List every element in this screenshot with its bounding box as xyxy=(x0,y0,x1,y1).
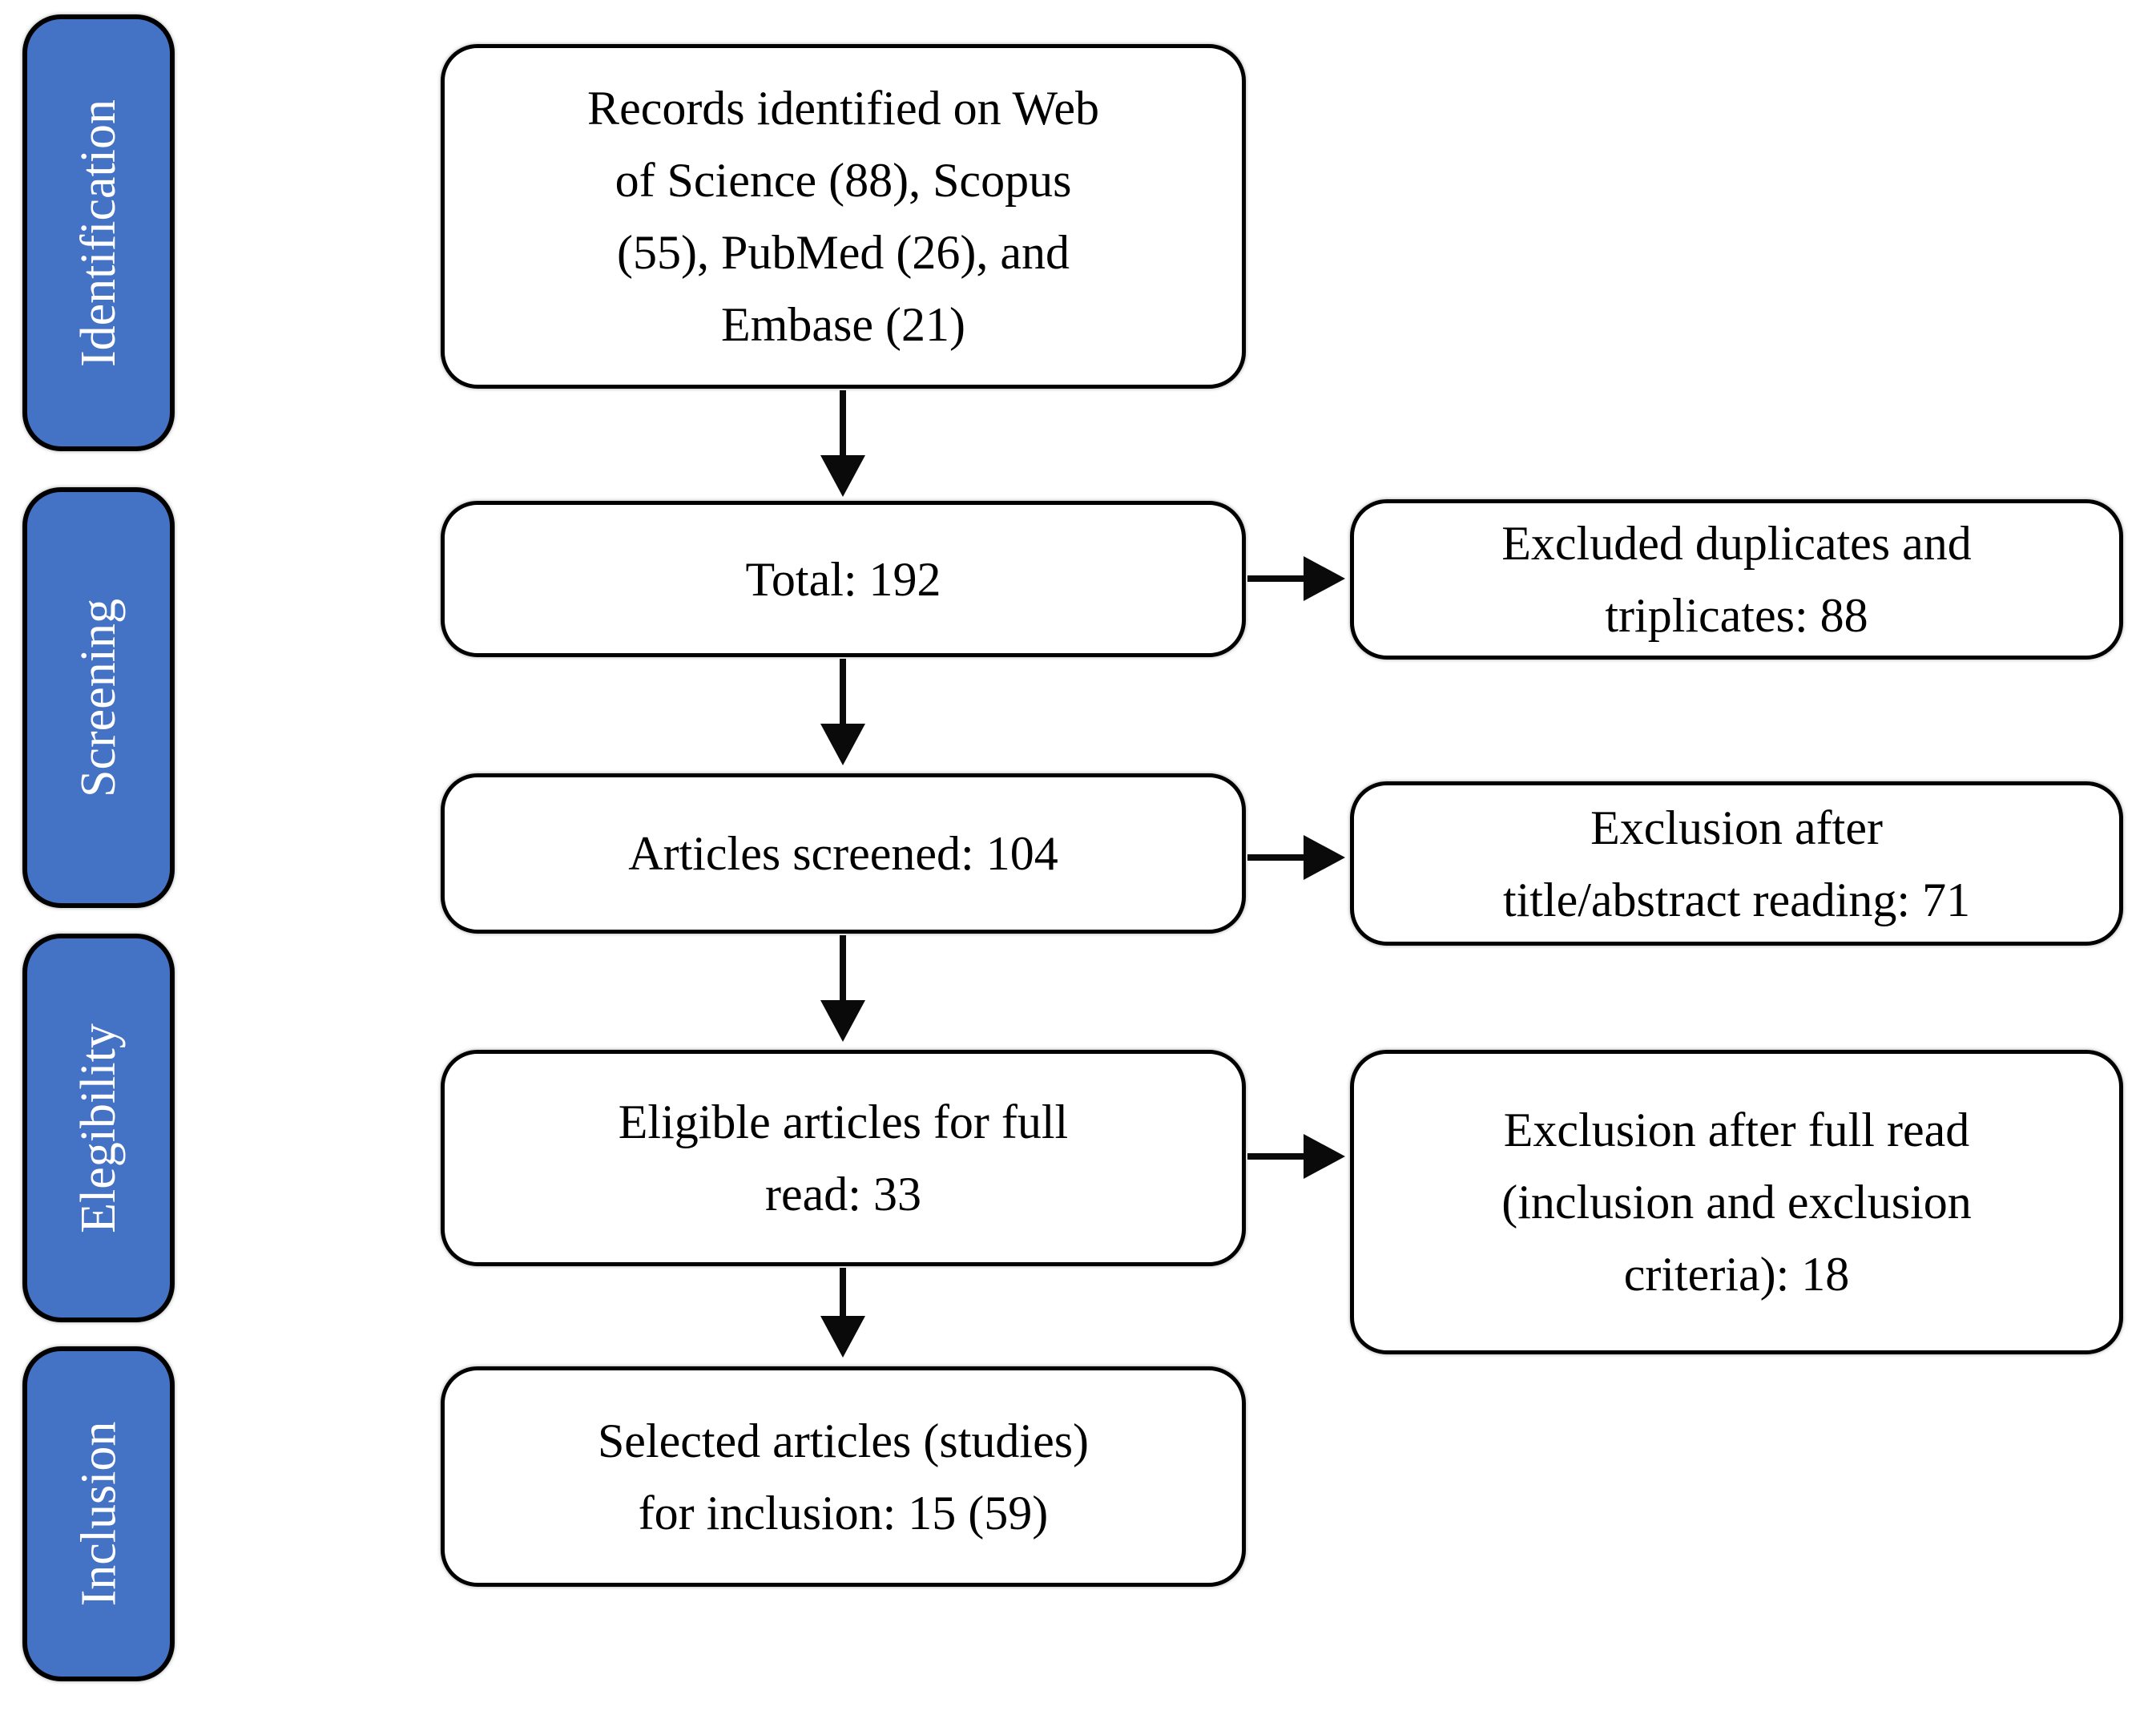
main-box-selected-articles: Selected articles (studies) for inclusio… xyxy=(441,1366,1246,1587)
exclusion-box-duplicates-text: Excluded duplicates and triplicates: 88 xyxy=(1501,517,1972,642)
exclusion-box-title-abstract-text: Exclusion after title/abstract reading: … xyxy=(1502,801,1971,926)
down-arrow-records-to-total-line xyxy=(840,390,846,458)
down-arrow-screened-to-eligible-head xyxy=(820,1000,865,1042)
exclusion-box-duplicates: Excluded duplicates and triplicates: 88 xyxy=(1350,499,2123,660)
right-arrow-total-to-duplicates-line xyxy=(1247,575,1307,582)
down-arrow-total-to-screened-line xyxy=(840,659,846,727)
stage-box-elegibility: Elegibility xyxy=(22,934,175,1322)
down-arrow-screened-to-eligible-line xyxy=(840,935,846,1003)
main-box-articles-screened: Articles screened: 104 xyxy=(441,773,1246,934)
main-box-records-identified-text: Records identified on Web of Science (88… xyxy=(587,82,1099,351)
right-arrow-screened-to-title-abstract-line xyxy=(1247,854,1307,861)
right-arrow-total-to-duplicates-head xyxy=(1304,556,1345,601)
stage-box-identification: Identification xyxy=(22,14,175,451)
main-box-eligible-articles-text: Eligible articles for full read: 33 xyxy=(618,1096,1069,1221)
exclusion-box-full-read-text: Exclusion after full read (inclusion and… xyxy=(1501,1104,1972,1301)
stage-box-screening: Screening xyxy=(22,487,175,908)
down-arrow-eligible-to-selected-line xyxy=(840,1268,846,1319)
down-arrow-eligible-to-selected-head xyxy=(820,1316,865,1358)
right-arrow-eligible-to-full-read-line xyxy=(1247,1153,1307,1160)
stage-label-elegibility: Elegibility xyxy=(71,1023,126,1233)
exclusion-box-title-abstract: Exclusion after title/abstract reading: … xyxy=(1350,781,2123,946)
right-arrow-screened-to-title-abstract-head xyxy=(1304,835,1345,880)
main-box-total: Total: 192 xyxy=(441,501,1246,657)
main-box-selected-articles-text: Selected articles (studies) for inclusio… xyxy=(597,1414,1090,1539)
main-box-records-identified: Records identified on Web of Science (88… xyxy=(441,44,1246,389)
main-box-total-text: Total: 192 xyxy=(745,552,941,606)
main-box-eligible-articles: Eligible articles for full read: 33 xyxy=(441,1050,1246,1266)
right-arrow-eligible-to-full-read-head xyxy=(1304,1134,1345,1179)
stage-label-screening: Screening xyxy=(71,598,127,797)
stage-box-inclusion: Inclusion xyxy=(22,1346,175,1681)
down-arrow-total-to-screened-head xyxy=(820,724,865,765)
down-arrow-records-to-total-head xyxy=(820,455,865,497)
stage-label-inclusion: Inclusion xyxy=(71,1421,126,1607)
stage-label-identification: Identification xyxy=(71,99,127,367)
exclusion-box-full-read: Exclusion after full read (inclusion and… xyxy=(1350,1050,2123,1354)
main-box-articles-screened-text: Articles screened: 104 xyxy=(628,827,1058,880)
